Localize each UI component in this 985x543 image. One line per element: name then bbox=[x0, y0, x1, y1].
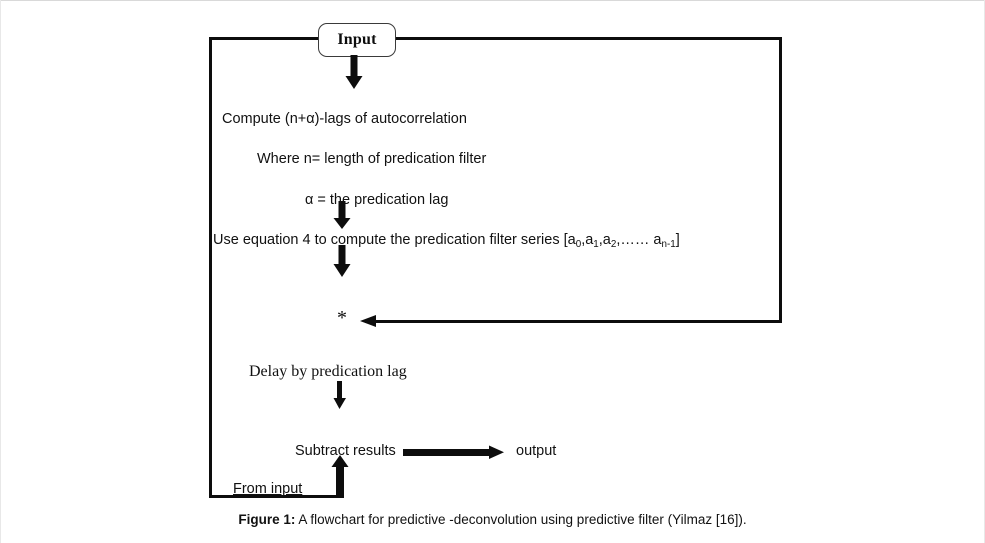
step-compute-lags-label: Compute (n+α)-lags of autocorrelation bbox=[222, 111, 467, 127]
flow-frame-top-right-segment bbox=[392, 37, 782, 40]
flow-frame-bottom-wall bbox=[209, 495, 344, 498]
feedback-connector-line bbox=[365, 320, 782, 323]
use-equation-sub-3: n-1 bbox=[661, 238, 676, 250]
input-node: Input bbox=[318, 23, 396, 57]
use-equation-prefix: Use equation 4 to compute the predicatio… bbox=[213, 232, 576, 248]
use-equation-sub-2: 2 bbox=[610, 238, 617, 250]
flow-frame-left-wall bbox=[209, 37, 212, 498]
figure-caption-label: Figure 1: bbox=[238, 512, 296, 527]
arrow-left-feedback-icon bbox=[358, 313, 378, 329]
step-where-n-label: Where n= length of predication filter bbox=[257, 151, 487, 167]
arrow-down-after-alpha-icon bbox=[331, 201, 353, 231]
step-delay-label: Delay by predication lag bbox=[249, 363, 407, 380]
use-equation-mid-2: ,a bbox=[598, 232, 611, 248]
use-equation-sub-1: 1 bbox=[593, 238, 599, 250]
arrow-down-after-delay-icon bbox=[330, 381, 350, 411]
figure-caption: Figure 1: A flowchart for predictive -de… bbox=[0, 512, 985, 527]
arrow-down-after-equation-icon bbox=[331, 245, 353, 279]
step-output-label: output bbox=[516, 443, 557, 459]
convolution-asterisk-marker: * bbox=[337, 307, 347, 329]
step-use-equation-label: Use equation 4 to compute the predicatio… bbox=[213, 232, 680, 250]
page-left-rule bbox=[0, 0, 1, 543]
use-equation-suffix: ] bbox=[675, 232, 680, 248]
arrow-right-to-output-icon bbox=[403, 444, 505, 460]
use-equation-mid-3: ,…… a bbox=[616, 232, 662, 248]
step-from-input-label: From input bbox=[233, 481, 303, 497]
page-top-rule bbox=[0, 0, 985, 1]
figure-caption-text: A flowchart for predictive -deconvolutio… bbox=[295, 512, 747, 527]
arrow-down-from-input-icon bbox=[343, 55, 365, 91]
flow-frame-top-left-segment bbox=[209, 37, 324, 40]
step-alpha-lag-label: α = the predication lag bbox=[305, 192, 449, 208]
step-subtract-label: Subtract results bbox=[295, 443, 396, 459]
use-equation-mid-1: ,a bbox=[581, 232, 594, 248]
flow-frame-right-wall bbox=[779, 37, 782, 323]
input-node-label: Input bbox=[337, 31, 377, 48]
use-equation-sub-0: 0 bbox=[575, 238, 582, 250]
arrow-up-from-input-icon bbox=[329, 455, 351, 498]
